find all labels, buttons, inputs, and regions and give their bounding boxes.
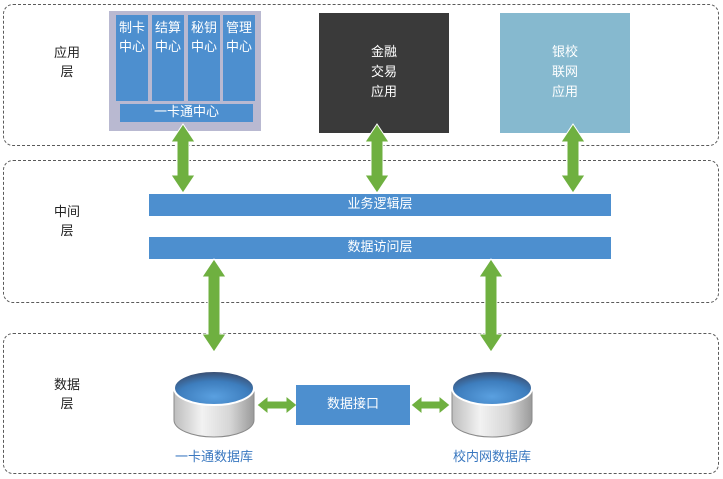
middle-layer-label: 中间层 <box>53 205 80 239</box>
management-center: 管理中心 <box>223 15 255 101</box>
arrow-access-to-campus-db <box>478 258 504 353</box>
card-making-center: 制卡中心 <box>116 15 148 101</box>
key-center: 秘钥中心 <box>188 15 220 101</box>
business-logic-layer-bar: 业务逻辑层 <box>149 194 611 216</box>
finance-transaction-app: 金融 交易 应用 <box>319 13 449 133</box>
middle-layer-container <box>3 160 719 303</box>
bank-app-line3: 应用 <box>551 85 578 100</box>
data-layer-label: 数据层 <box>53 378 80 412</box>
data-layer-container <box>3 333 719 474</box>
data-access-layer-bar: 数据访问层 <box>149 237 611 259</box>
card-center-group: 制卡中心 结算中心 秘钥中心 管理中心 一卡通中心 <box>109 11 261 131</box>
arrow-card-db-to-interface <box>256 394 298 416</box>
campus-database-cylinder <box>451 370 533 438</box>
finance-app-line3: 应用 <box>370 85 397 100</box>
arrow-card-center-to-business <box>170 123 196 194</box>
settlement-center: 结算中心 <box>152 15 184 101</box>
finance-app-line2: 交易 <box>370 65 397 80</box>
arrow-bank-to-business <box>560 123 586 194</box>
card-database-cylinder <box>173 370 255 438</box>
bank-school-network-app: 银校 联网 应用 <box>500 13 630 133</box>
campus-database-label: 校内网数据库 <box>452 450 531 465</box>
application-layer-container <box>3 4 719 146</box>
arrow-interface-to-campus-db <box>410 394 451 416</box>
arrow-finance-to-business <box>364 123 390 194</box>
data-interface-box: 数据接口 <box>296 385 410 425</box>
finance-app-line1: 金融 <box>370 45 397 60</box>
card-database-label: 一卡通数据库 <box>174 450 253 465</box>
bank-app-line2: 联网 <box>551 65 578 80</box>
arrow-access-to-card-db <box>201 258 227 353</box>
card-center-title: 一卡通中心 <box>120 104 253 122</box>
application-layer-label: 应用层 <box>53 46 80 80</box>
bank-app-line1: 银校 <box>551 45 578 60</box>
